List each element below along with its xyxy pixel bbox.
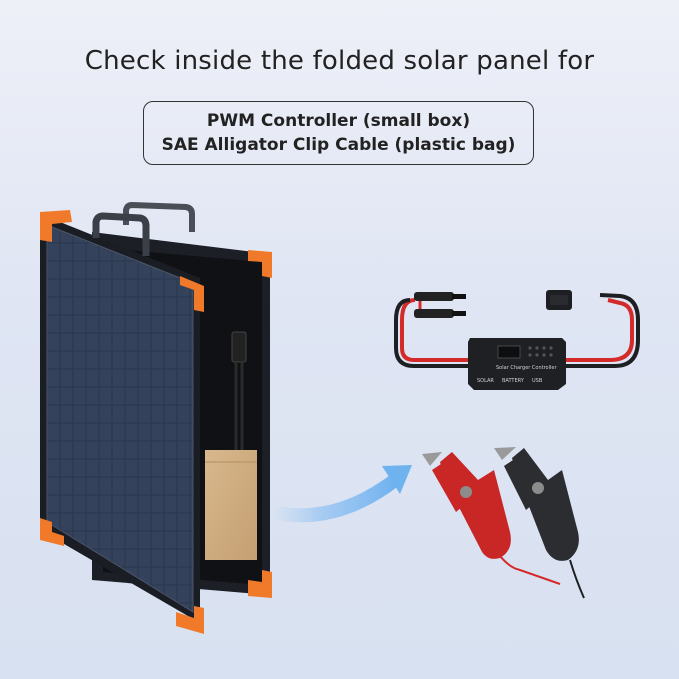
solar-panel-front — [40, 210, 204, 634]
red-alligator-clip — [422, 452, 561, 585]
black-alligator-clip — [494, 447, 585, 599]
item-controller: PWM Controller (small box) — [206, 111, 471, 131]
charge-controller-cable — [394, 290, 640, 368]
pwm-controller — [468, 338, 566, 390]
port-solar: SOLAR — [477, 378, 494, 384]
port-battery: BATTERY — [502, 378, 524, 384]
item-clip-cable: SAE Alligator Clip Cable (plastic bag) — [161, 135, 516, 155]
controller-box — [205, 450, 257, 560]
arrow-icon — [265, 473, 402, 523]
port-usb: USB — [532, 378, 543, 384]
headline: Check inside the folded solar panel for — [84, 46, 595, 76]
controller-name: Solar Charger Controller — [496, 365, 557, 371]
contents-box: PWM Controller (small box) SAE Alligator… — [143, 101, 534, 165]
